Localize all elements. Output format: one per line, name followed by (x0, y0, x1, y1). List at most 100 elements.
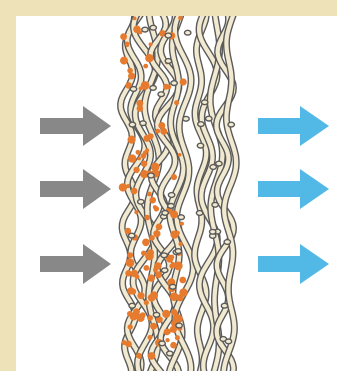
trapped-particle (153, 205, 157, 209)
trapped-particle (126, 44, 130, 48)
trapped-particle (131, 188, 138, 195)
trapped-particle (143, 64, 148, 69)
trapped-particle (164, 329, 171, 336)
fiber-knot (148, 173, 154, 178)
trapped-particle (153, 230, 160, 237)
trapped-particle (160, 128, 167, 135)
trapped-particle (145, 148, 149, 152)
fiber-knot (178, 215, 184, 220)
outflow-arrow-middle (258, 169, 329, 209)
filtration-diagram (16, 16, 337, 371)
trapped-particle (144, 300, 149, 305)
trapped-particle (127, 68, 133, 74)
trapped-particle (156, 224, 163, 231)
trapped-particle (162, 310, 170, 318)
trapped-particle (149, 42, 153, 46)
trapped-particle (179, 288, 187, 296)
fiber-knot (170, 284, 176, 289)
trapped-particle (150, 323, 157, 330)
outflow-arrow-bottom (258, 244, 329, 284)
trapped-particle (163, 84, 169, 90)
fiber-knot (212, 202, 218, 207)
trapped-particle (177, 263, 182, 268)
trapped-particle (127, 252, 133, 258)
fiber-knot (206, 116, 212, 121)
trapped-particle (120, 33, 127, 40)
fiber-knot (142, 27, 148, 32)
fiber-knot (168, 204, 174, 209)
trapped-particle (139, 86, 143, 90)
fiber-knot (129, 303, 135, 308)
trapped-particle (122, 340, 127, 345)
fiber-knot (168, 193, 174, 198)
trapped-particle (178, 153, 182, 157)
trapped-particle (149, 197, 156, 204)
fiber-knot (129, 122, 135, 127)
trapped-particle (136, 150, 141, 155)
fiber-knot (210, 229, 216, 234)
trapped-particle (137, 157, 141, 161)
fiber-knot (196, 211, 202, 216)
trapped-particle (179, 277, 186, 284)
trapped-particle (145, 54, 153, 62)
fiber-knot (159, 341, 165, 346)
trapped-particle (155, 129, 160, 134)
trapped-particle (141, 251, 146, 256)
trapped-particle (134, 210, 138, 214)
trapped-particle (145, 215, 151, 221)
trapped-particle (180, 222, 184, 226)
fiber-knot (129, 233, 135, 238)
outflow-arrows (258, 106, 329, 284)
trapped-particle (151, 163, 160, 172)
trapped-particle (178, 242, 182, 246)
trapped-particle (147, 315, 153, 321)
fiber-knot (140, 121, 146, 126)
fiber-knot (162, 211, 168, 216)
diagram-panel (16, 16, 337, 371)
trapped-particle (147, 192, 152, 197)
trapped-particle (171, 309, 178, 316)
trapped-particle (169, 255, 174, 260)
trapped-particle (133, 167, 139, 173)
trapped-particle (127, 287, 134, 294)
fiber-knot (197, 143, 203, 148)
fiber-knot (221, 303, 227, 308)
trapped-particle (174, 100, 179, 105)
trapped-particle (175, 335, 180, 340)
trapped-particle (140, 312, 146, 318)
inflow-arrow-bottom (40, 244, 111, 284)
trapped-particle (126, 184, 130, 188)
trapped-particle (128, 154, 136, 162)
fiber-knot (165, 59, 171, 64)
trapped-particle (148, 352, 156, 360)
fiber-knot (153, 312, 159, 317)
trapped-particle (128, 73, 135, 80)
trapped-particle (170, 292, 179, 301)
trapped-particle (171, 174, 177, 180)
fiber-knot (183, 116, 189, 121)
fiber-knot (130, 87, 136, 92)
trapped-particle (153, 268, 158, 273)
fiber-knot (185, 30, 191, 35)
fiber-knot (161, 253, 167, 258)
trapped-particle (170, 342, 177, 349)
trapped-particle (137, 100, 144, 107)
fiber-knot (158, 92, 164, 97)
fiber-knot (228, 122, 234, 127)
trapped-particle (166, 338, 170, 342)
fiber-knot (216, 161, 222, 166)
fiber-knot (225, 339, 231, 344)
fiber-knot (175, 249, 181, 254)
fiber-knot (171, 81, 177, 86)
trapped-particle (133, 17, 137, 21)
fiber-knot (150, 86, 156, 91)
fiber-knot (198, 122, 204, 127)
trapped-particle (144, 265, 150, 271)
fiber-knot (202, 100, 208, 105)
outflow-arrow-top (258, 106, 329, 146)
fiber-knot (224, 240, 230, 245)
trapped-particle (128, 324, 133, 329)
trapped-particle (139, 293, 143, 297)
inflow-arrow-top (40, 106, 111, 146)
fiber-knot (162, 268, 168, 273)
